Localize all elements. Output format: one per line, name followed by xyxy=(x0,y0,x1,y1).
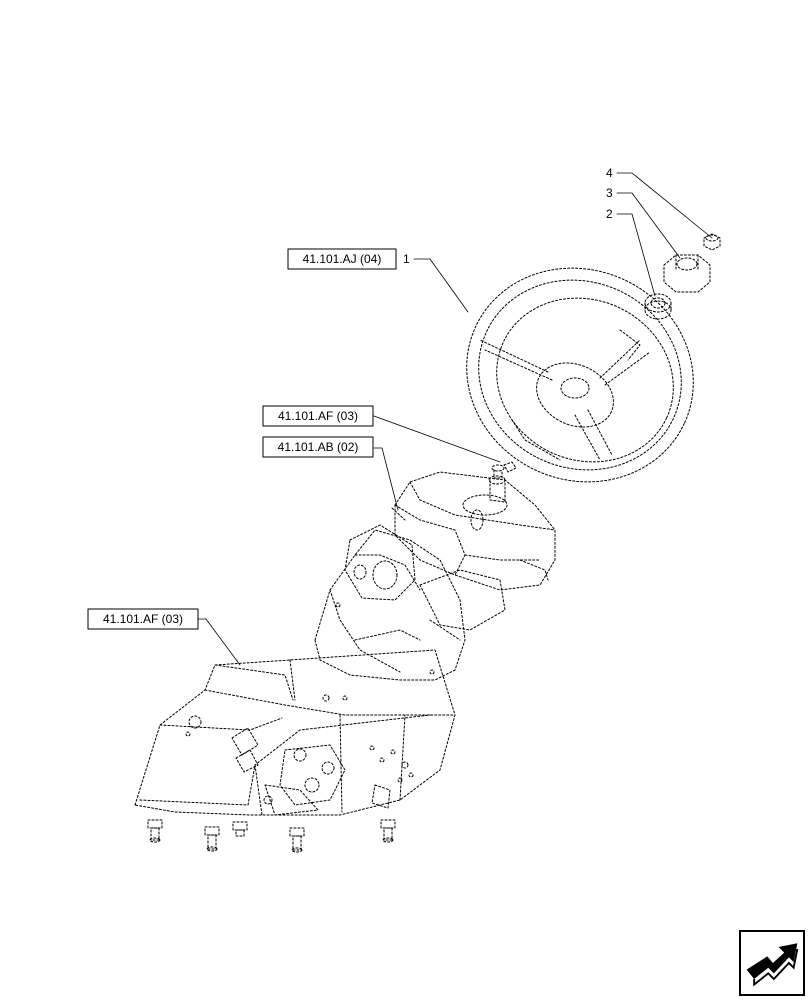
base-bolts xyxy=(147,819,396,853)
column-support xyxy=(314,524,506,681)
callout-2: 2 xyxy=(606,207,613,221)
ref-shaft[interactable]: 41.101.AF (03) xyxy=(278,409,358,423)
nut xyxy=(663,254,711,293)
leader-lines xyxy=(197,172,713,666)
ref-steering-wheel[interactable]: 41.101.AJ (04) xyxy=(303,252,382,266)
ref-column[interactable]: 41.101.AB (02) xyxy=(278,440,359,454)
bolt xyxy=(703,233,721,251)
reference-boxes xyxy=(87,248,397,630)
steering-shaft xyxy=(488,461,517,503)
column-head xyxy=(391,471,556,591)
base-housing xyxy=(134,649,456,816)
steering-wheel xyxy=(466,267,694,483)
washer xyxy=(644,293,672,320)
callout-4: 4 xyxy=(606,166,613,180)
callout-3: 3 xyxy=(606,186,613,200)
callout-1: 1 xyxy=(403,252,410,266)
ref-base[interactable]: 41.101.AF (03) xyxy=(103,612,183,626)
next-page-arrow-icon[interactable] xyxy=(739,930,805,996)
